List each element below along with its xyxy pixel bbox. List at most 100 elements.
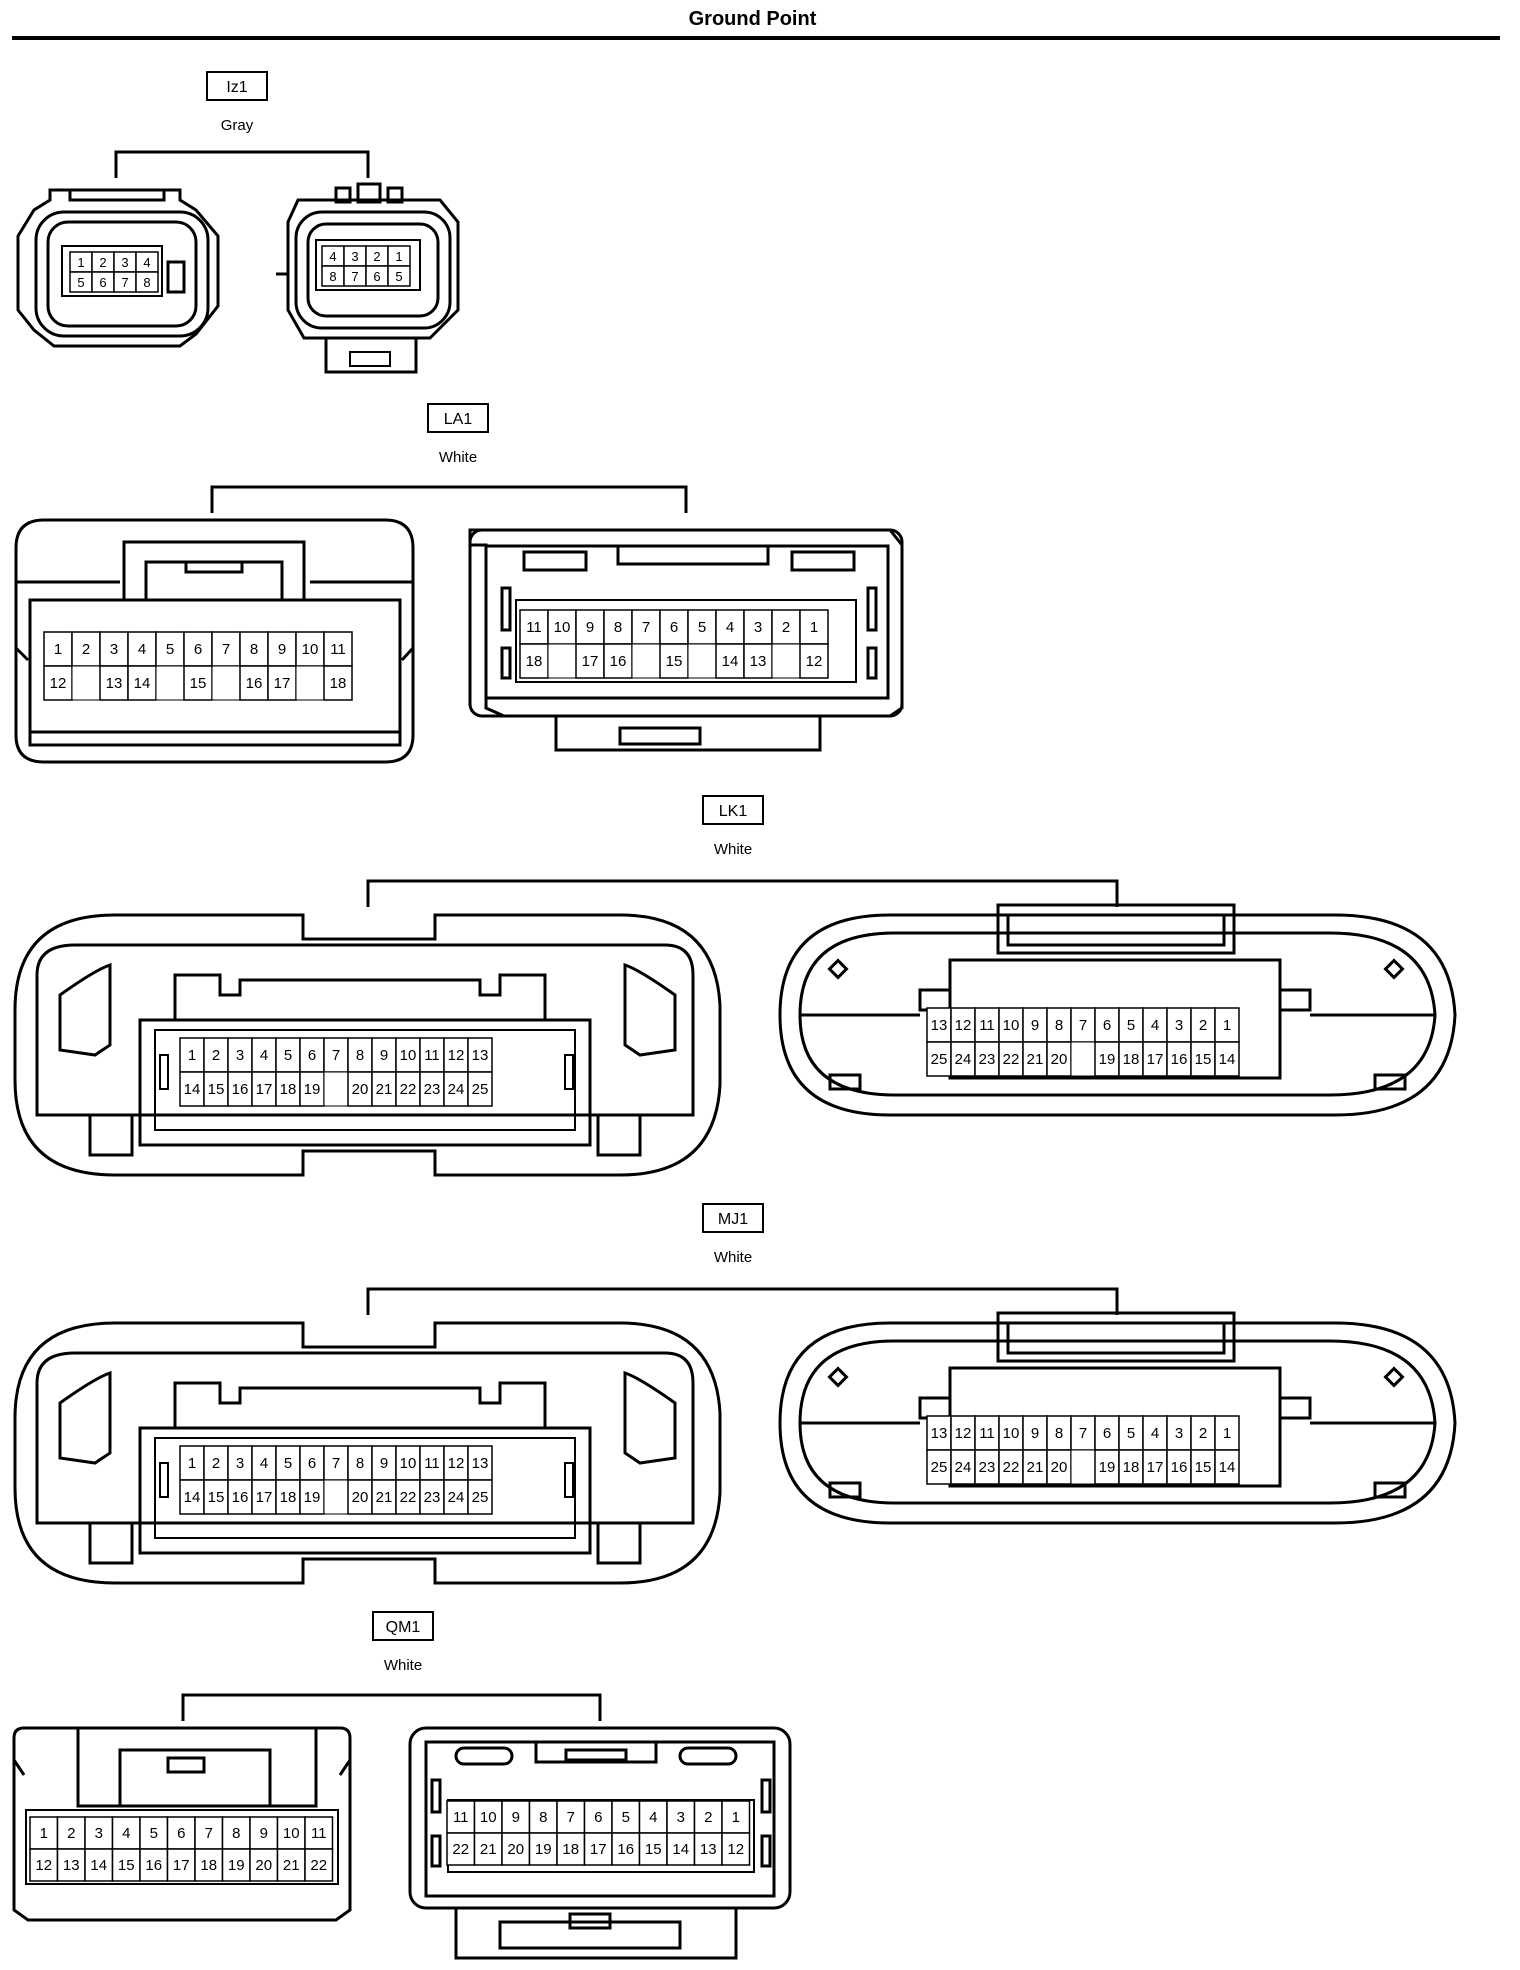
connector-id: Iz1	[226, 79, 247, 96]
pin-cell: 3	[113, 251, 137, 273]
pin-cell: 24	[443, 1479, 469, 1515]
pin-cavity	[1214, 1007, 1240, 1043]
pin-number: 20	[507, 1841, 524, 1858]
housing-outline	[35, 943, 695, 1117]
pin-cell: 4	[638, 1800, 668, 1834]
pin-number: 2	[373, 249, 380, 264]
pin-gap	[323, 1071, 349, 1107]
pin-cell: 11	[419, 1445, 445, 1481]
pin-number: 24	[448, 1081, 465, 1098]
pin-cell: 3	[343, 245, 367, 267]
pin-cell: 6	[91, 271, 115, 293]
pin-number: 6	[177, 1825, 185, 1842]
pin-cell: 17	[251, 1071, 277, 1107]
pin-number: 8	[356, 1047, 364, 1064]
pin-cell: 21	[1022, 1449, 1048, 1485]
pin-cell: 15	[659, 643, 689, 679]
pin-cell: 10	[395, 1445, 421, 1481]
pin-cavity	[249, 1816, 279, 1850]
pin-cavity	[371, 1445, 397, 1481]
pin-gap	[1070, 1449, 1096, 1485]
pin-cell: 1	[29, 1816, 59, 1850]
pin-cell: 20	[347, 1071, 373, 1107]
pin-cell: 18	[519, 643, 549, 679]
pin-cell: 8	[1046, 1007, 1072, 1043]
housing-outline	[12, 1726, 352, 1922]
pin-cell: 7	[343, 265, 367, 287]
pin-number: 13	[931, 1425, 948, 1442]
pin-number: 1	[188, 1455, 196, 1472]
pin-number: 10	[302, 641, 319, 658]
pin-cavity	[139, 1848, 169, 1882]
pin-cell: 11	[974, 1415, 1000, 1451]
pin-number: 18	[280, 1081, 297, 1098]
pin-number: 4	[260, 1047, 268, 1064]
pin-cell: 5	[687, 609, 717, 645]
pin-number: 10	[283, 1825, 300, 1842]
pin-cell: 20	[1046, 1041, 1072, 1077]
pin-cell: 19	[299, 1071, 325, 1107]
pin-cavity	[771, 609, 801, 645]
pin-cavity	[556, 1832, 586, 1866]
housing-outline	[1373, 1073, 1407, 1091]
pin-number: 2	[1199, 1017, 1207, 1034]
pin-cell: 22	[998, 1041, 1024, 1077]
pin-cell: 22	[304, 1848, 334, 1882]
pin-number: 23	[979, 1051, 996, 1068]
pin-cavity	[659, 643, 689, 679]
pin-cavity	[715, 643, 745, 679]
pin-cell: 17	[575, 643, 605, 679]
connector-color: White	[384, 1657, 422, 1674]
pin-number: 2	[99, 255, 106, 270]
pin-cell: 13	[56, 1848, 86, 1882]
pin-number: 4	[138, 641, 146, 658]
connector-id-box	[206, 71, 268, 101]
pin-cell: 2	[1190, 1415, 1216, 1451]
housing-outline	[616, 544, 770, 566]
pin-cavity	[251, 1037, 277, 1073]
pin-number: 6	[594, 1809, 602, 1826]
pin-number: 8	[539, 1809, 547, 1826]
pin-number: 5	[77, 275, 84, 290]
pin-number: 13	[472, 1455, 489, 1472]
housing-outline	[25, 1809, 339, 1885]
pin-number: 23	[979, 1459, 996, 1476]
pin-cell: 2	[71, 631, 101, 667]
pin-cell: 15	[1190, 1041, 1216, 1077]
pin-cavity	[304, 1816, 334, 1850]
pin-number: 12	[448, 1047, 465, 1064]
pin-number: 5	[166, 641, 174, 658]
pin-gap	[295, 665, 325, 701]
connector-id-box	[702, 795, 764, 825]
pin-number: 15	[208, 1489, 225, 1506]
pin-cell: 12	[799, 643, 829, 679]
housing-outline	[1278, 988, 1312, 1012]
pin-cavity	[275, 1037, 301, 1073]
housing-outline	[828, 1481, 862, 1499]
housing-outline	[34, 210, 210, 338]
pin-number: 21	[480, 1841, 497, 1858]
title-rule	[12, 36, 1500, 40]
pin-cell: 18	[1118, 1041, 1144, 1077]
pin-number: 14	[184, 1081, 201, 1098]
pin-cell: 3	[84, 1816, 114, 1850]
pin-cell: 1	[1214, 1007, 1240, 1043]
housing-outline	[46, 220, 198, 328]
pin-cavity	[419, 1037, 445, 1073]
pin-cavity	[323, 665, 353, 701]
pin-cavity	[111, 1816, 141, 1850]
pin-cavity	[1142, 1041, 1168, 1077]
housing-outline	[294, 210, 452, 330]
pin-cell: 20	[249, 1848, 279, 1882]
pin-cell: 5	[387, 265, 411, 287]
pin-number: 17	[582, 653, 599, 670]
pin-number: 21	[1027, 1051, 1044, 1068]
pin-cell: 17	[1142, 1449, 1168, 1485]
pin-number: 15	[1195, 1051, 1212, 1068]
pin-cavity	[139, 1816, 169, 1850]
pin-number: 12	[806, 653, 823, 670]
housing-outline	[522, 550, 588, 572]
pin-cell: 13	[926, 1415, 952, 1451]
pin-cavity	[1022, 1415, 1048, 1451]
